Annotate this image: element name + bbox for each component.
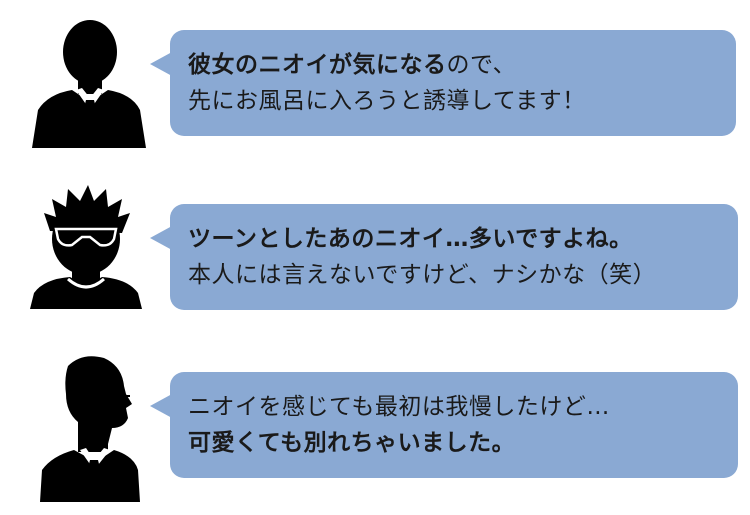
speech-bubble-2: ツーンとしたあのニオイ…多いですよね。 本人には言えないですけど、ナシかな（笑） <box>150 204 738 310</box>
bubble-1-line-1: 彼女のニオイが気になるので、 <box>188 47 736 83</box>
profile-man-glasses-silhouette-icon <box>40 356 140 502</box>
bubble-1-line-1-bold: 彼女のニオイが気になる <box>188 52 447 78</box>
bubble-2-line-2: 本人には言えないですけど、ナシかな（笑） <box>188 262 657 288</box>
bubble-1-line-2: 先にお風呂に入ろうと誘導してます！ <box>188 88 586 114</box>
sunglasses-man-silhouette-icon <box>30 185 142 309</box>
bubble-3-line-1: ニオイを感じても最初は我慢したけど… <box>188 394 610 420</box>
bubble-1-line-1-rest: ので、 <box>446 52 517 78</box>
speech-bubble-3: ニオイを感じても最初は我慢したけど… 可愛くても別れちゃいました。 <box>150 372 738 478</box>
bubble-3-line-2: 可愛くても別れちゃいました。 <box>188 430 516 456</box>
businessman-silhouette-icon <box>32 20 146 148</box>
bubble-2-line-1: ツーンとしたあのニオイ…多いですよね。 <box>188 226 633 252</box>
speech-bubble-1: 彼女のニオイが気になるので、 先にお風呂に入ろうと誘導してます！ <box>150 30 736 136</box>
